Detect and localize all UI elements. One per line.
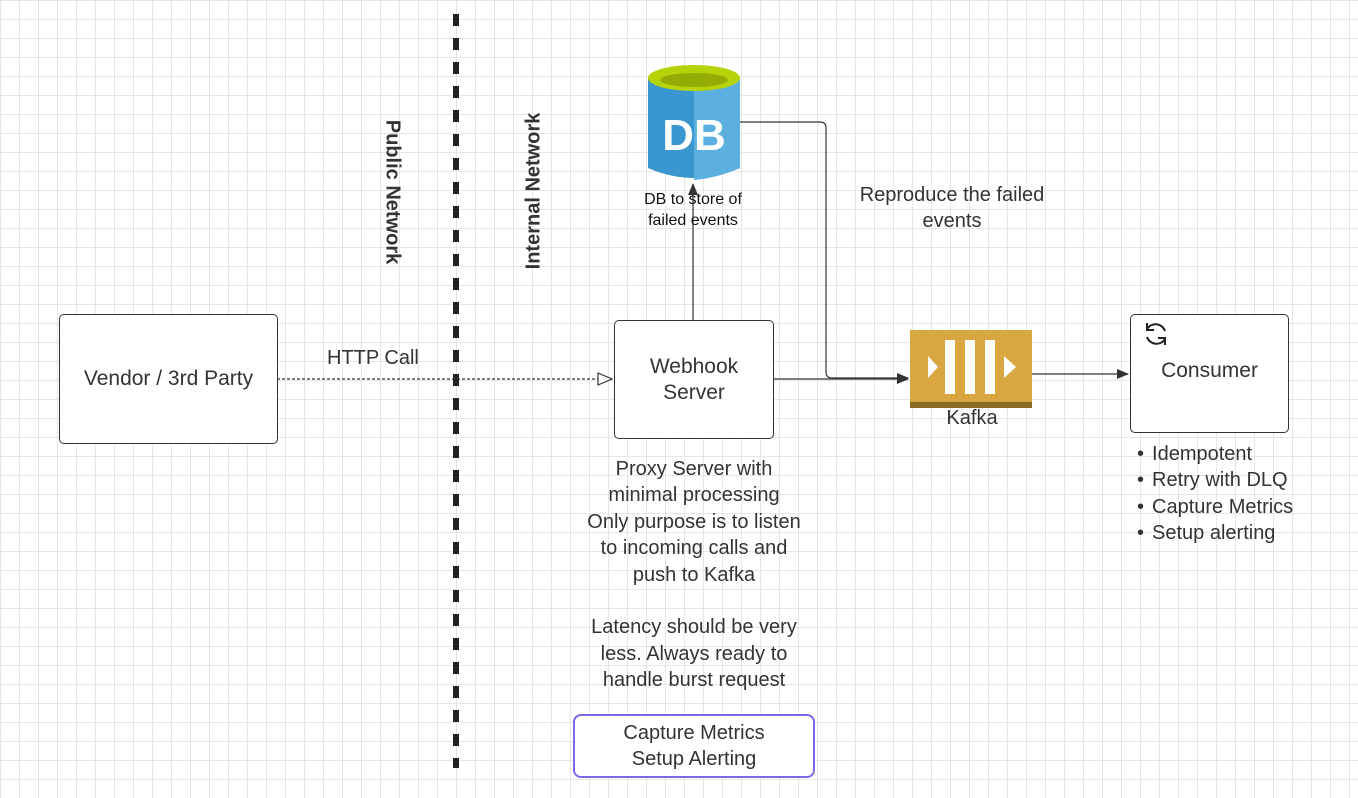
consumer-feature-item: Retry with DLQ xyxy=(1137,467,1293,493)
consumer-feature-item: Idempotent xyxy=(1137,441,1293,467)
consumer-feature-item: Setup alerting xyxy=(1137,520,1293,546)
db-body-light xyxy=(694,78,740,180)
db-to-kafka-connector xyxy=(739,121,909,383)
webhook-server-box[interactable]: Webhook Server xyxy=(614,320,774,439)
db-icon-text: DB xyxy=(662,111,726,160)
kafka-bar-3 xyxy=(985,340,995,394)
kafka-right-chevron xyxy=(1004,356,1016,378)
kafka-label: Kafka xyxy=(946,407,998,429)
webhook-server-label: Webhook Server xyxy=(649,354,739,404)
refresh-icon xyxy=(1146,323,1166,345)
internal-network-label: Internal Network xyxy=(522,112,545,270)
consumer-box[interactable]: Consumer xyxy=(1130,314,1289,433)
http-call-label: HTTP Call xyxy=(327,347,419,369)
vendor-label: Vendor / 3rd Party xyxy=(83,367,254,390)
capture-metrics-label: Capture Metrics Setup Alerting xyxy=(623,722,765,770)
consumer-feature-item: Capture Metrics xyxy=(1137,494,1293,520)
capture-metrics-box[interactable]: Capture Metrics Setup Alerting xyxy=(573,714,815,778)
consumer-feature-list: Idempotent Retry with DLQ Capture Metric… xyxy=(1137,441,1293,547)
db-top-inner xyxy=(660,73,728,87)
kafka-icon[interactable] xyxy=(910,330,1032,408)
webhook-notes: Proxy Server with minimal processing Onl… xyxy=(587,458,801,692)
kafka-bar-2 xyxy=(965,340,975,394)
database-icon[interactable]: DB xyxy=(646,64,742,184)
kafka-left-chevron xyxy=(928,356,938,378)
kafka-base xyxy=(910,402,1032,408)
db-caption: DB to store of failed events xyxy=(644,191,742,229)
public-network-label: Public Network xyxy=(381,119,404,265)
kafka-bar-1 xyxy=(945,340,955,394)
vendor-box[interactable]: Vendor / 3rd Party xyxy=(59,314,278,444)
reproduce-label: Reproduce the failed events xyxy=(859,184,1045,233)
consumer-label: Consumer xyxy=(1161,358,1258,382)
